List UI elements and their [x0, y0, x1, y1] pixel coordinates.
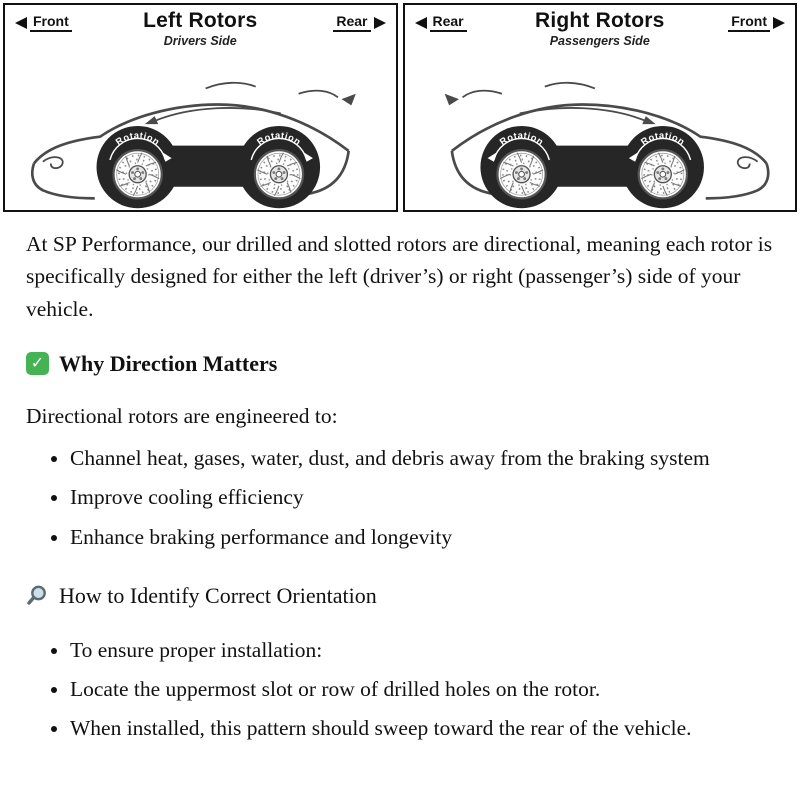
car-diagram-right: Rotation Rotation — [405, 58, 796, 210]
rear-direction-label: Rear — [414, 13, 467, 32]
section-heading-direction-matters: ✓ Why Direction Matters — [26, 347, 774, 380]
left-panel-header: Front Left Rotors Drivers Side Rear — [5, 5, 396, 53]
rotation-label: Rotation — [639, 130, 687, 147]
rotation-label: Rotation — [114, 130, 162, 147]
direction-text: Front — [728, 13, 770, 32]
benefits-list: Channel heat, gases, water, dust, and de… — [26, 442, 774, 553]
list-item: When installed, this pattern should swee… — [70, 712, 774, 744]
left-arrow-icon — [414, 16, 427, 29]
panel-subtitle: Passengers Side — [549, 34, 650, 48]
left-rotors-panel: Front Left Rotors Drivers Side Rear — [3, 3, 398, 212]
front-direction-label: Front — [728, 13, 785, 32]
car-diagram-left: Rotation Rotation — [5, 58, 396, 210]
left-car-illustration: Rotation Rotation — [5, 53, 396, 210]
rotation-label: Rotation — [497, 130, 545, 147]
right-car-illustration: Rotation Rotation — [405, 53, 796, 210]
rotor-direction-diagram: Front Left Rotors Drivers Side Rear — [0, 0, 800, 212]
panel-title: Left Rotors — [143, 9, 258, 32]
orientation-list: To ensure proper installation: Locate th… — [26, 634, 774, 745]
check-glyph: ✓ — [30, 353, 45, 373]
right-panel-header: Rear Right Rotors Passengers Side Front — [405, 5, 796, 53]
direction-text: Rear — [333, 13, 371, 32]
intro-paragraph: At SP Performance, our drilled and slott… — [26, 232, 773, 321]
engineered-lead: Directional rotors are engineered to: — [26, 403, 338, 428]
panel-subtitle: Drivers Side — [163, 34, 237, 48]
list-item: Locate the uppermost slot or row of dril… — [70, 673, 774, 705]
left-arrow-icon — [15, 16, 27, 29]
list-item: Improve cooling efficiency — [70, 481, 774, 513]
list-item: Channel heat, gases, water, dust, and de… — [70, 442, 774, 474]
heading-text: Why Direction Matters — [59, 350, 278, 376]
list-item: Enhance braking performance and longevit… — [70, 521, 774, 553]
article-body: At SP Performance, our drilled and slott… — [0, 212, 800, 745]
panel-title: Right Rotors — [534, 9, 665, 32]
right-rotors-panel: Rear Right Rotors Passengers Side Front — [402, 3, 797, 212]
right-arrow-icon — [773, 16, 785, 29]
right-panel-titles: Right Rotors Passengers Side — [405, 9, 796, 48]
left-panel-titles: Left Rotors Drivers Side — [5, 9, 396, 48]
rear-direction-label: Rear — [333, 13, 386, 32]
check-icon: ✓ — [26, 351, 49, 375]
rotation-label: Rotation — [255, 130, 303, 147]
magnifier-icon — [27, 585, 46, 605]
heading-text: How to Identify Correct Orientation — [59, 582, 377, 608]
right-arrow-icon — [373, 16, 386, 29]
list-item: To ensure proper installation: — [70, 634, 774, 666]
direction-text: Rear — [429, 13, 467, 32]
section-heading-identify-orientation: How to Identify Correct Orientation — [26, 579, 774, 612]
direction-text: Front — [30, 13, 72, 32]
front-direction-label: Front — [15, 13, 72, 32]
